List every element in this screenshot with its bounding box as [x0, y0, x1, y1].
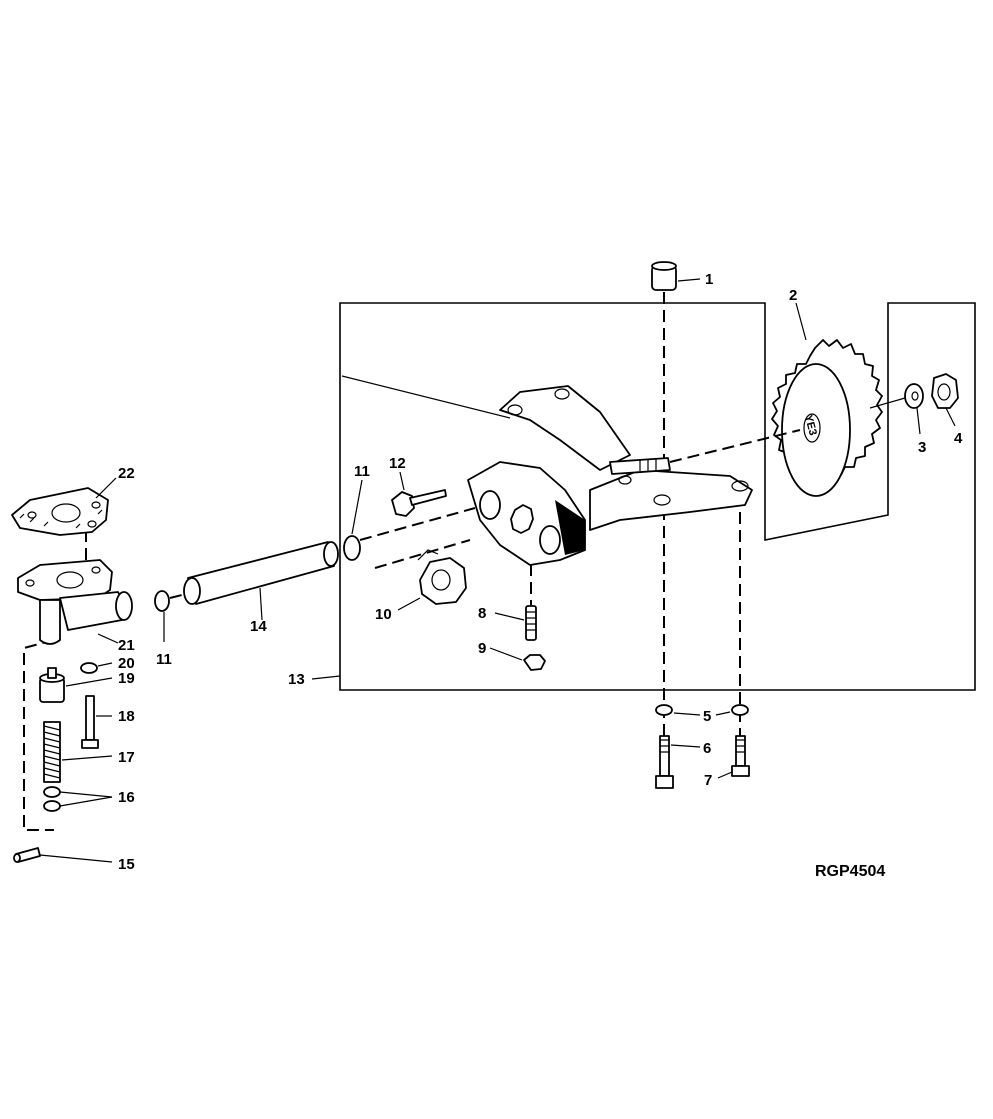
callout-5: 5 — [703, 708, 711, 725]
gasket-part — [11, 487, 109, 536]
callout-9: 9 — [478, 640, 486, 657]
suction-tube-part — [183, 541, 339, 605]
shim-part — [43, 800, 61, 812]
callout-14: 14 — [250, 618, 267, 635]
callout-13: 13 — [288, 671, 305, 688]
callout-10: 10 — [375, 606, 392, 623]
o-ring-part — [343, 535, 361, 561]
valve-plunger-part — [39, 667, 65, 703]
short-bolt-part — [731, 735, 750, 777]
callout-6: 6 — [703, 740, 711, 757]
callout-4: 4 — [954, 430, 963, 447]
o-ring-part — [154, 590, 170, 612]
callout-3: 3 — [918, 439, 926, 456]
cap-screw-part — [391, 489, 447, 517]
pin-part — [13, 847, 41, 863]
washer-part — [655, 704, 673, 716]
callout-7: 7 — [704, 772, 712, 789]
alignment-line — [374, 539, 471, 569]
callout-17: 17 — [118, 749, 135, 766]
callout-11-left: 11 — [156, 651, 172, 668]
alignment-line — [669, 429, 801, 463]
callout-8: 8 — [478, 605, 486, 622]
gear-marking: YE3 — [802, 414, 819, 437]
callout-11-right: 11 — [354, 463, 370, 480]
assembly-frame — [339, 302, 976, 691]
oil-pump-body — [467, 385, 753, 566]
callout-16: 16 — [118, 789, 135, 806]
callout-20: 20 — [118, 655, 135, 672]
callout-18: 18 — [118, 708, 135, 725]
alignment-line — [359, 507, 476, 541]
nut-part — [931, 373, 959, 409]
long-bolt-part — [655, 735, 674, 789]
stud-part — [525, 605, 537, 641]
callout-21: 21 — [118, 637, 135, 654]
callout-22: 22 — [118, 465, 135, 482]
washer-part — [731, 704, 749, 716]
spring-part — [43, 721, 61, 783]
washer-part — [904, 383, 924, 409]
callout-1: 1 — [705, 271, 713, 288]
callout-19: 19 — [118, 670, 135, 687]
shim-part — [43, 786, 61, 798]
callout-12: 12 — [389, 455, 406, 472]
callout-2: 2 — [789, 287, 797, 304]
relief-valve-housing-part — [17, 559, 133, 645]
bolt-part — [81, 695, 99, 749]
washer-part — [80, 662, 98, 674]
hex-nut-part — [523, 654, 546, 671]
drive-gear-part: YE3 — [771, 339, 883, 497]
bushing-part — [651, 261, 677, 291]
callout-15: 15 — [118, 856, 135, 873]
figure-reference: RGP4504 — [815, 863, 885, 880]
pump-cover-part — [417, 549, 467, 605]
